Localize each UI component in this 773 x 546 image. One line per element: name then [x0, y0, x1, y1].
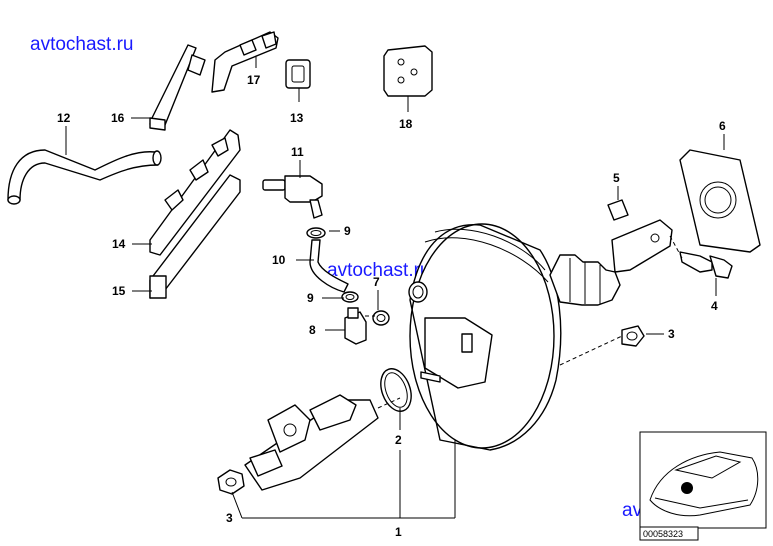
watermark-top-left: avtochast.ru: [30, 34, 134, 55]
grommet-part-13: [285, 59, 311, 89]
callout-14: 14: [112, 237, 126, 251]
vehicle-location-inset: 00058323: [639, 431, 767, 541]
pin-part-4: [679, 251, 733, 279]
callout-9-bottom: 9: [307, 291, 314, 305]
clip-rail-part-14: [149, 129, 241, 256]
callout-11: 11: [291, 145, 304, 159]
callout-4: 4: [711, 299, 718, 313]
nut-part-3-right: [621, 325, 645, 347]
grommet-part-7: [372, 310, 390, 326]
callout-18: 18: [399, 117, 413, 131]
clevis-part-5: [607, 199, 673, 273]
booster-bellows: [549, 254, 621, 306]
inset-reference-number: 00058323: [643, 529, 683, 539]
bracket-part-16: [149, 44, 206, 131]
car-windshield: [674, 455, 742, 479]
short-hose-part-10: [309, 239, 349, 293]
clamp-part-9-top: [306, 227, 326, 239]
fitting-part-11: [262, 175, 323, 219]
clamp-part-9-bottom: [341, 291, 359, 303]
leader-lines: [65, 56, 725, 519]
callout-3-right: 3: [668, 327, 675, 341]
watermark-center: avtochast.ru: [327, 260, 431, 281]
callout-8: 8: [309, 323, 316, 337]
car-outline: [649, 451, 759, 517]
callout-3-left: 3: [226, 511, 233, 525]
gasket-part-6: [679, 149, 761, 253]
hose-part-12: [7, 149, 162, 205]
bracket-part-17: [211, 31, 279, 93]
alignment-line-nut: [559, 335, 623, 366]
callout-6: 6: [719, 119, 726, 133]
elbow-fitting-part-8: [344, 307, 367, 345]
callout-7: 7: [373, 275, 380, 289]
location-marker: [681, 482, 693, 494]
alignment-line-pin: [669, 235, 683, 259]
mount-part-18: [383, 45, 433, 97]
callout-13: 13: [290, 111, 304, 125]
clip-rail-part-15: [149, 174, 241, 299]
o-ring-part-2: [380, 368, 412, 412]
callout-17: 17: [247, 73, 261, 87]
master-cylinder: [244, 394, 379, 491]
callout-16: 16: [111, 111, 125, 125]
callout-15: 15: [112, 284, 126, 298]
callout-9-top: 9: [344, 224, 351, 238]
callout-2: 2: [395, 433, 402, 447]
nut-part-3-left: [217, 469, 245, 495]
callout-1: 1: [395, 525, 402, 539]
brake-booster-part-1: [408, 223, 562, 451]
callout-12: 12: [57, 111, 71, 125]
callout-10: 10: [272, 253, 286, 267]
callout-5: 5: [613, 171, 620, 185]
